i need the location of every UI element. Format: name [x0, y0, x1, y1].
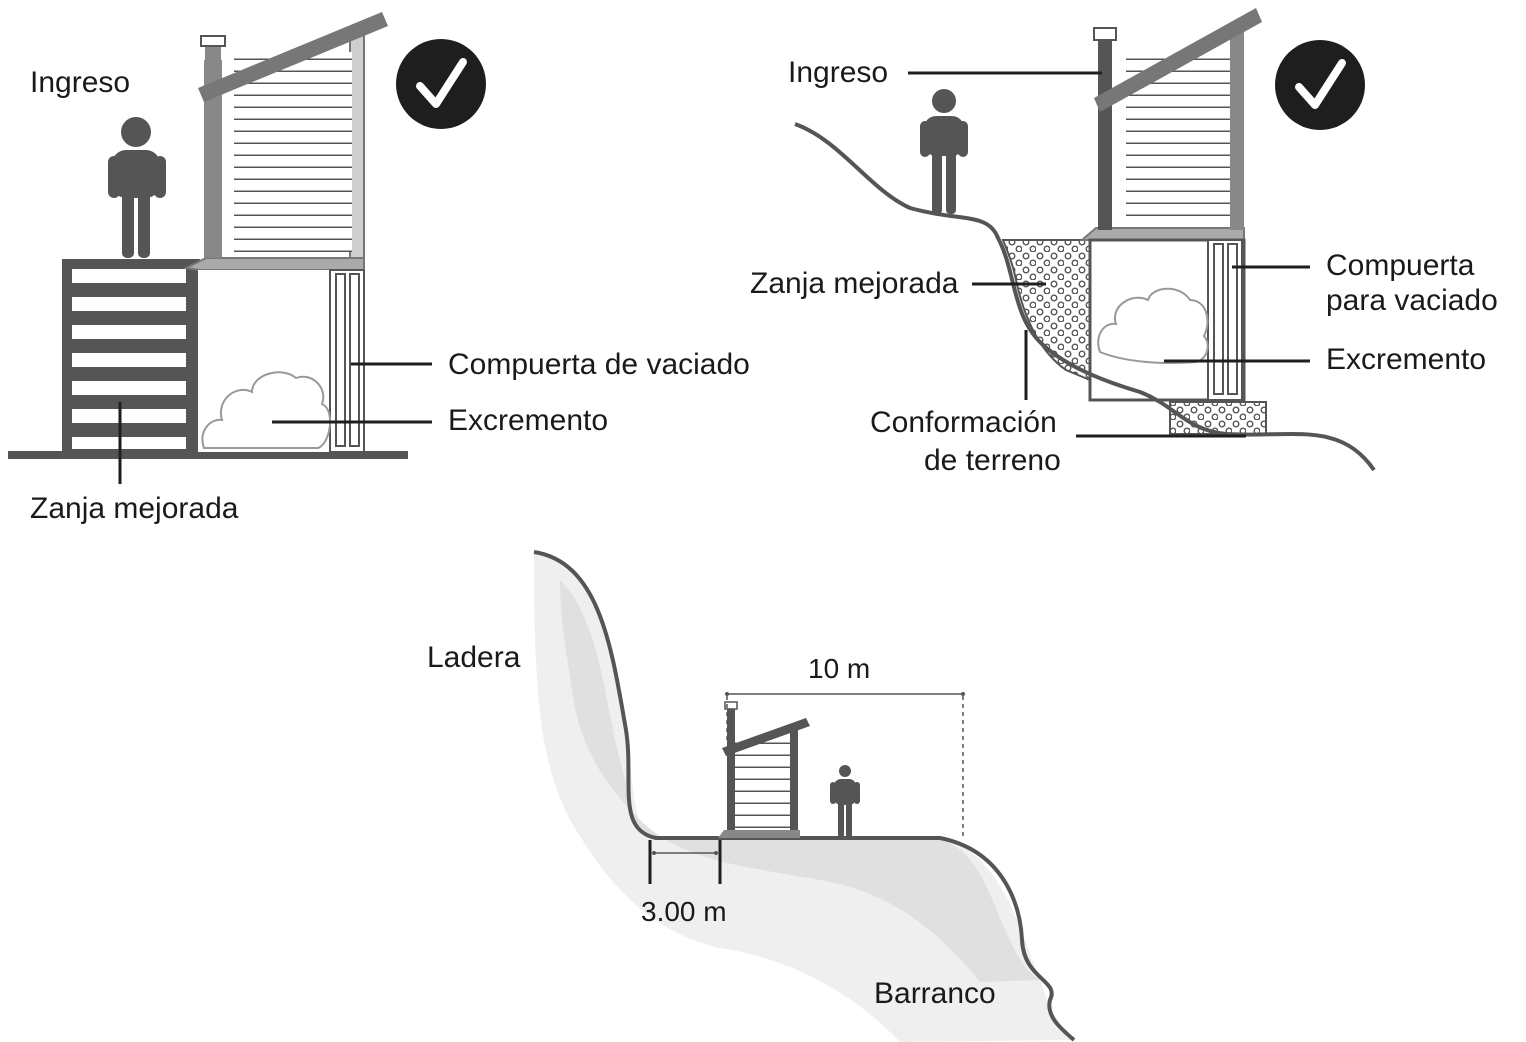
cabin-front-wall: [349, 31, 365, 259]
label-3m: 3.00 m: [641, 896, 727, 927]
cabin-panel: [234, 52, 352, 252]
cabin-back-wall-right: [1098, 64, 1112, 230]
label-zanja-left: Zanja mejorada: [30, 492, 239, 525]
small-house-front: [790, 728, 798, 836]
vent-pipe-right: [1098, 40, 1112, 80]
zanja-platform: [62, 259, 200, 453]
roof-right: [1094, 8, 1262, 112]
label-excremento-right: Excremento: [1326, 343, 1486, 376]
zanja-fill: [1001, 239, 1091, 382]
label-ingreso-left: Ingreso: [30, 66, 130, 99]
slope-fill-inner: [560, 580, 1040, 982]
check-circle-icon-right: [1275, 40, 1365, 130]
label-compuerta-left: Compuerta de vaciado: [448, 348, 750, 381]
label-excremento-left: Excremento: [448, 404, 608, 437]
small-house-vent-cap: [724, 701, 738, 710]
small-house-back: [727, 740, 735, 836]
dimension-3m: [648, 840, 722, 884]
small-person-figure: [830, 765, 860, 838]
floor-slab: [182, 257, 365, 271]
cabin-back-wall: [204, 60, 222, 258]
label-zanja-right: Zanja mejorada: [750, 267, 959, 300]
small-house-panel: [734, 742, 790, 832]
check-circle-icon: [396, 39, 486, 129]
label-conformacion-2: de terreno: [924, 444, 1061, 477]
compuerta-door-right: [1207, 239, 1243, 401]
label-conformacion-1: Conformación: [870, 406, 1057, 439]
cabin-front-wall-right: [1230, 22, 1244, 230]
ground-line: [8, 451, 408, 459]
vent-cap: [200, 35, 226, 47]
label-barranco: Barranco: [874, 977, 996, 1010]
label-ladera: Ladera: [427, 641, 521, 674]
label-compuerta-right-2: para vaciado: [1326, 284, 1498, 317]
vent-cap-right: [1093, 27, 1117, 41]
person-figure-right: [920, 89, 968, 214]
terrain-line-bottom: [533, 550, 1076, 1042]
excrement-shape: [201, 371, 332, 449]
roof: [198, 12, 388, 102]
compuerta-door: [329, 269, 365, 453]
small-house-floor: [718, 830, 800, 838]
small-house-roof: [722, 718, 810, 756]
panel-bottom: Ladera Barranco 10 m 3.00 m: [427, 550, 1076, 1042]
label-compuerta-right-1: Compuerta: [1326, 249, 1475, 282]
label-ingreso-right: Ingreso: [788, 56, 888, 89]
label-10m: 10 m: [808, 653, 870, 684]
person-figure: [108, 117, 166, 258]
small-house-vent: [727, 708, 735, 742]
panel-right: Ingreso Zanja mejorada Compuerta para va…: [750, 8, 1498, 477]
dimension-10m: [725, 692, 965, 838]
panel-left: Ingreso Compuerta de vaciado Excremento …: [8, 12, 750, 525]
